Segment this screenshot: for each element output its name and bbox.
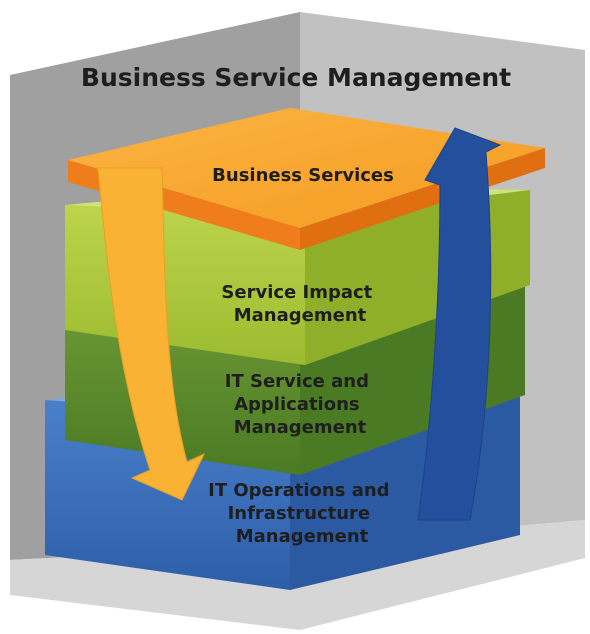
diagram-title: Business Service Management [81,63,511,92]
bottom-up-arrow [417,127,502,521]
layer-1-label: Business Services [212,165,394,186]
top-down-arrow [97,167,206,501]
layer-3-label: IT Service and Applications Management [225,371,375,438]
layer-2-label: Service Impact Management [221,282,378,326]
layer-1-top [68,108,545,228]
layer-4-label: IT Operations and Infrastructure Managem… [208,480,396,547]
